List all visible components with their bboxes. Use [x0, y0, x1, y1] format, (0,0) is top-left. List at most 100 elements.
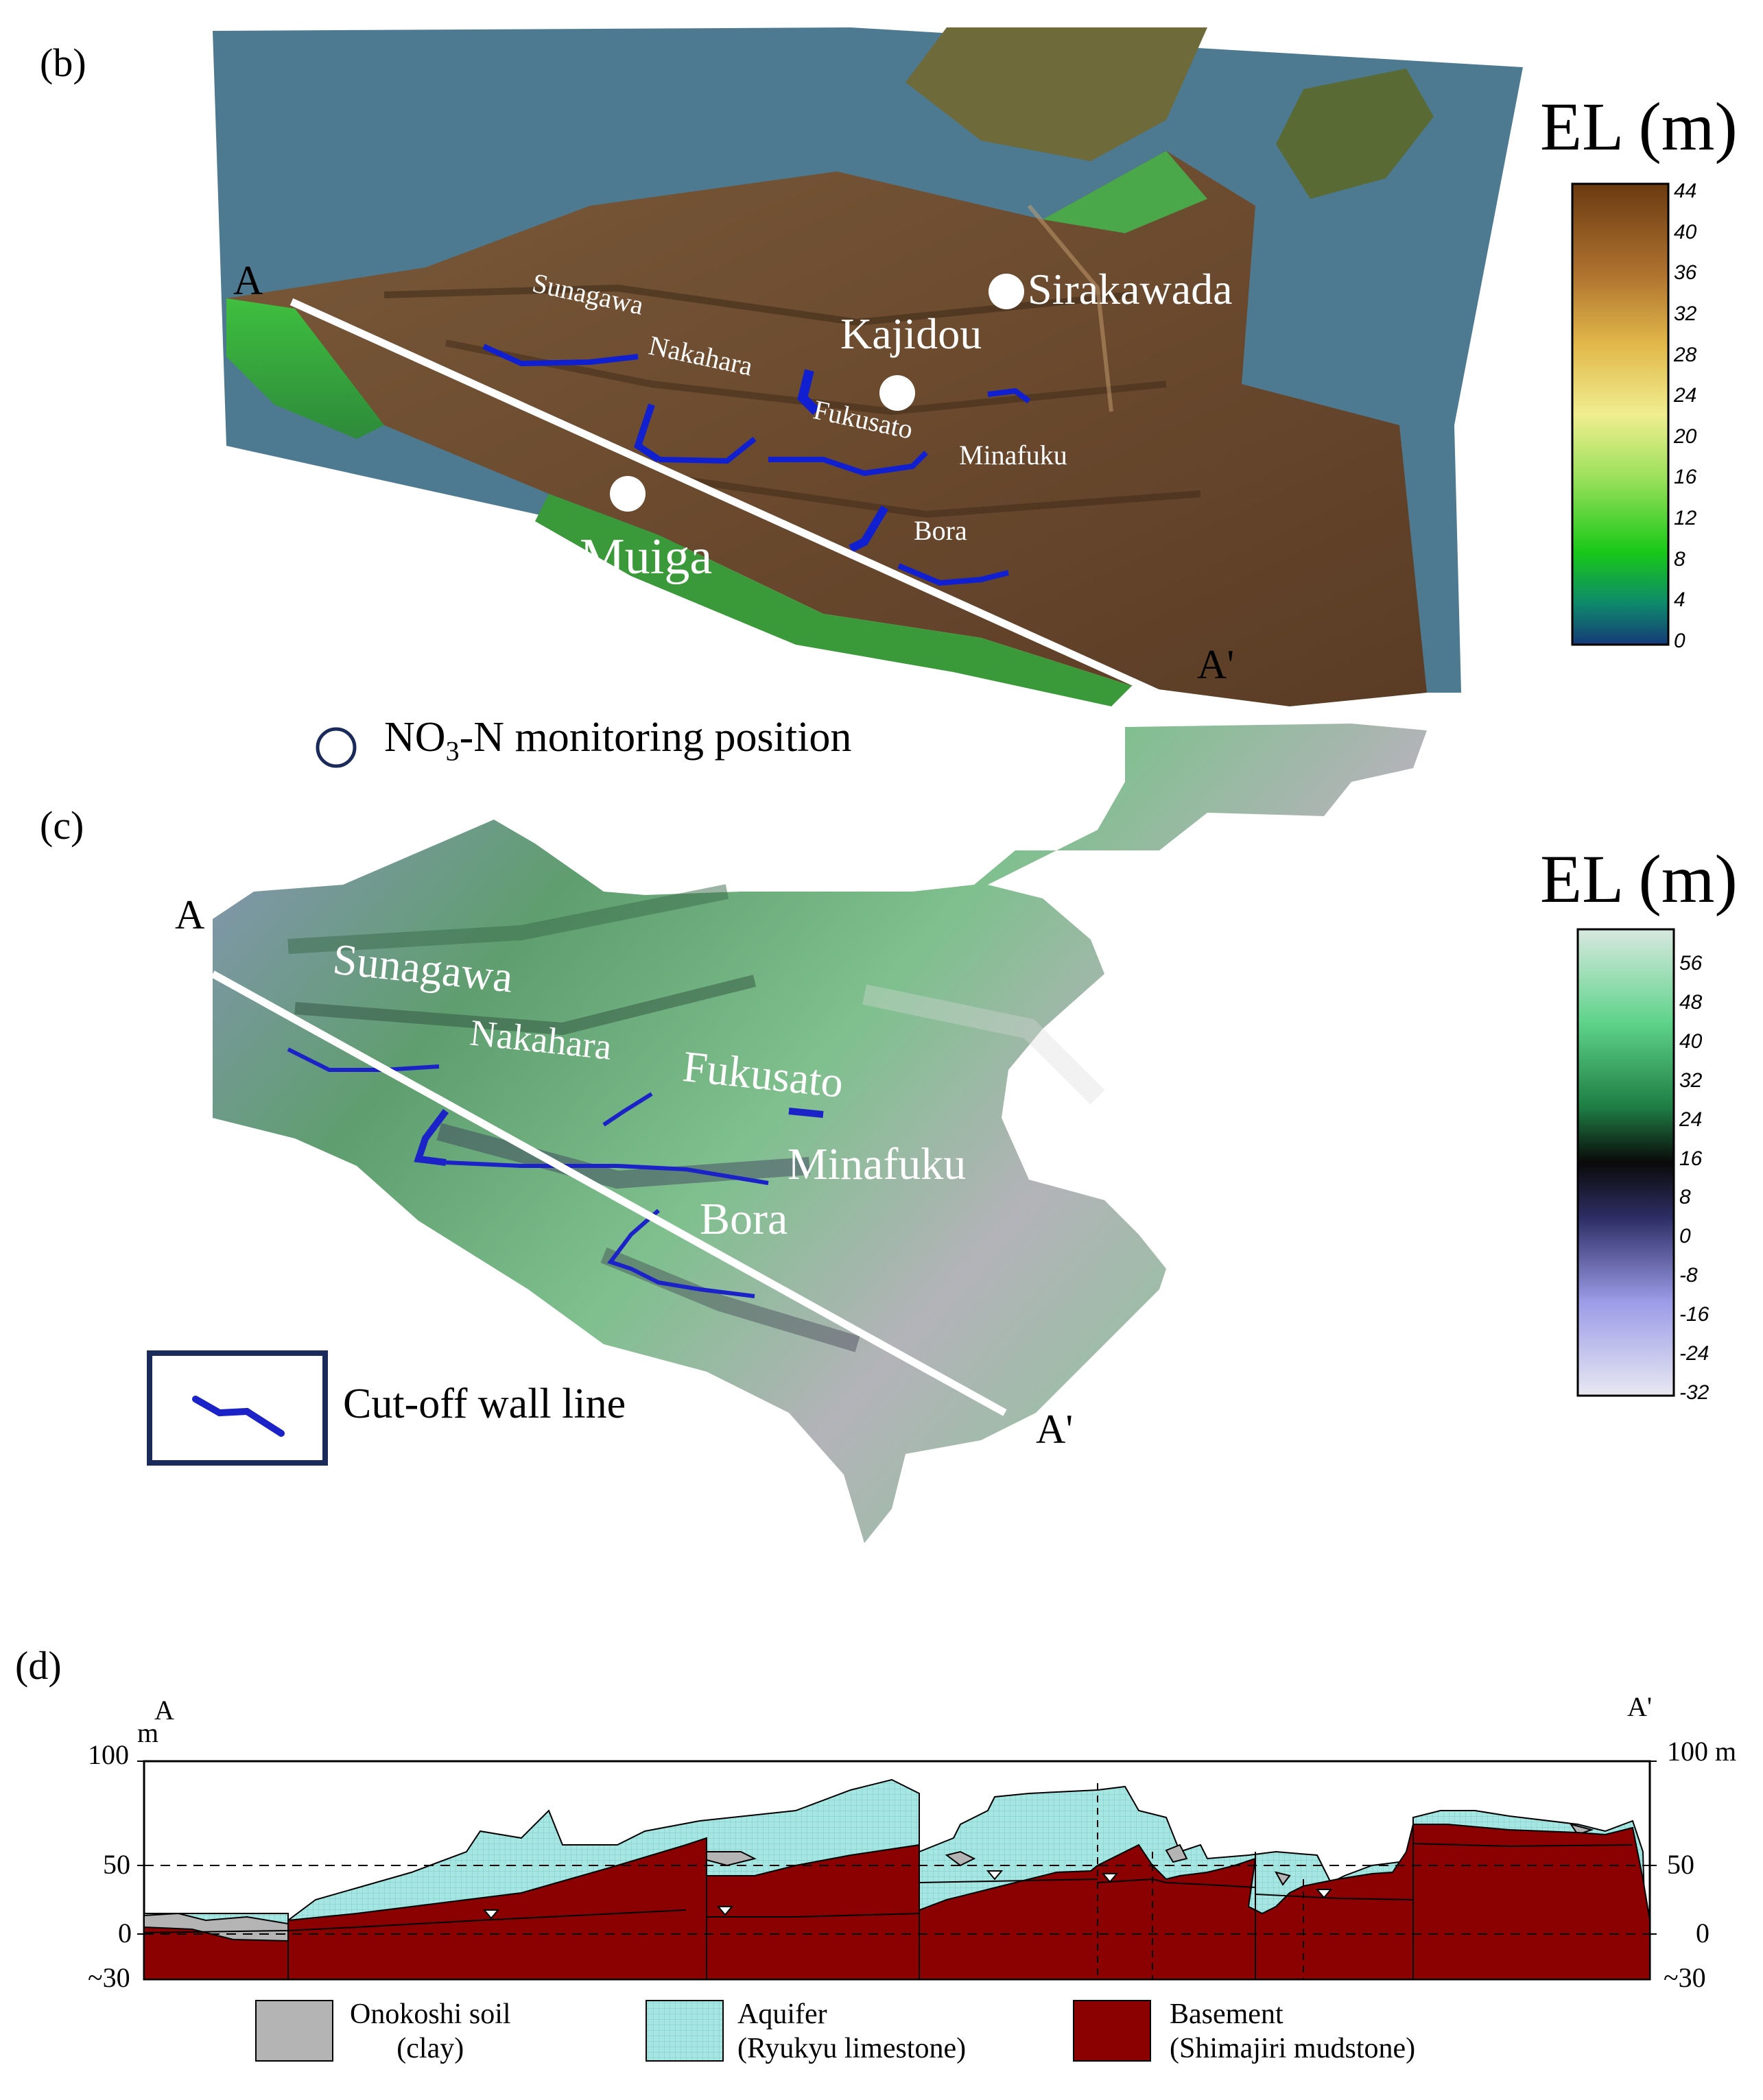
right-axis-tick: 50 — [1667, 1849, 1694, 1880]
colorbar-b-tick: 4 — [1674, 588, 1685, 612]
south-coast-lowland — [535, 494, 1132, 706]
colorbar-c-tick: -8 — [1679, 1264, 1698, 1287]
cutoff-wall-sunagawa — [482, 344, 639, 367]
legend-basement-text: Basement (Shimajiri mudstone) — [1170, 1997, 1415, 2066]
colorbar-c-tick: 40 — [1679, 1029, 1703, 1053]
legend-basement-line2: (Shimajiri mudstone) — [1170, 2033, 1416, 2065]
colorbar-b-tick: 40 — [1674, 220, 1697, 243]
colorbar-c — [1576, 928, 1675, 1397]
legend-swatch-basement — [1073, 2000, 1151, 2062]
legend-aquifer-text: Aquifer (Ryukyu limestone) — [737, 1997, 966, 2066]
colorbar-c-tick: 48 — [1679, 990, 1703, 1014]
colorbar-b — [1571, 182, 1670, 646]
colorbar-b-tick: 28 — [1674, 343, 1697, 366]
panel-b-label: (b) — [40, 40, 86, 85]
cutoff-wall-fukusato-c — [788, 1108, 824, 1118]
cutoff-wall-nakahara-c — [414, 1109, 449, 1166]
west-coast-lowland — [226, 298, 384, 439]
right-axis-tick: ~30 — [1664, 1962, 1706, 1993]
legend-no-text: NO — [384, 714, 446, 761]
colorbar-c-tick: 24 — [1679, 1108, 1703, 1131]
left-axis-tick: 50 — [103, 1849, 130, 1880]
colorbar-b-tick: 24 — [1674, 384, 1697, 407]
colorbar-b-tick: 20 — [1674, 425, 1697, 448]
section-start-label-b: A — [233, 258, 263, 303]
colorbar-b-tick: 0 — [1674, 629, 1685, 652]
cutoff-wall-fukusato — [797, 369, 820, 415]
legend-swatch-clay — [255, 2000, 333, 2062]
monitoring-legend-text: NO3-N monitoring position — [384, 713, 851, 767]
section-line-a-a-prime-b — [289, 298, 1182, 707]
colorbar-c-tick: 16 — [1679, 1147, 1703, 1170]
colorbar-b-tick: 12 — [1674, 507, 1697, 529]
monitoring-point-kajidou — [879, 375, 915, 411]
left-axis-top: 100 — [88, 1739, 129, 1770]
section-end-label-b: A' — [1197, 642, 1235, 687]
colorbar-b-title: EL (m) — [1540, 88, 1738, 165]
colorbar-c-tick: 56 — [1679, 952, 1703, 975]
cutoff-wall-minafuku-c — [445, 1160, 769, 1185]
cutoff-wall-nakahara — [634, 403, 661, 463]
left-axis-unit: m — [137, 1717, 159, 1748]
colorbar-c-tick: -24 — [1679, 1342, 1709, 1365]
colorbar-b-tick: 16 — [1674, 466, 1697, 489]
place-label-bora-c: Bora — [700, 1194, 788, 1244]
cutoff-legend-text: Cut-off wall line — [343, 1381, 626, 1427]
place-label-muiga: Muiga — [580, 529, 713, 585]
clay-pocket — [1165, 1844, 1188, 1863]
panel-c-label: (c) — [40, 803, 84, 848]
cutoff-wall-minafuku — [768, 451, 928, 477]
left-axis-tick: 0 — [118, 1918, 132, 1948]
monitoring-legend-marker — [316, 727, 357, 768]
colorbar-c-title: EL (m) — [1540, 841, 1738, 917]
groundwater-table — [143, 1843, 1633, 1933]
legend-rest-text: -N monitoring position — [459, 714, 852, 761]
left-axis-tick: ~30 — [88, 1962, 130, 1993]
cutoff-wall-sunagawa-c — [287, 1047, 440, 1072]
cutoff-legend-line-icon — [192, 1396, 285, 1437]
place-label-bora-b: Bora — [914, 515, 967, 546]
clay-pocket — [945, 1850, 976, 1867]
colorbar-b-tick: 36 — [1674, 261, 1697, 285]
north-landmass — [906, 27, 1207, 161]
place-label-kajidou: Kajidou — [840, 309, 982, 358]
northeast-islet — [1276, 69, 1434, 199]
water-level-markers — [482, 1870, 1333, 1920]
legend-subscript: 3 — [445, 735, 460, 767]
panel-d-label: (d) — [15, 1643, 62, 1688]
clay-pocket — [1275, 1871, 1291, 1886]
colorbar-b-tick: 8 — [1674, 547, 1685, 571]
legend-aquifer-line2: (Ryukyu limestone) — [737, 2033, 967, 2065]
legend-clay-text: Onokoshi soil (clay) — [350, 1997, 511, 2066]
legend-aquifer-line1: Aquifer — [737, 1998, 827, 2030]
colorbar-c-tick: 0 — [1679, 1225, 1691, 1248]
cutoff-wall-bora-c — [607, 1208, 755, 1298]
section-line-a-a-prime-c — [211, 970, 1007, 1416]
legend-swatch-aquifer — [646, 2000, 724, 2062]
legend-clay-line1: Onokoshi soil — [350, 1998, 511, 2030]
monitoring-point-muiga — [610, 476, 646, 512]
place-label-sirakawada: Sirakawada — [1028, 265, 1233, 313]
colorbar-b-ticks: 44 40 36 32 28 24 20 16 12 8 4 0 — [1674, 180, 1696, 653]
section-start-label-d: A — [154, 1695, 174, 1726]
colorbar-c-tick: 8 — [1679, 1186, 1691, 1209]
cutoff-legend-box — [147, 1350, 328, 1466]
north-coast-lowland — [1043, 151, 1207, 233]
legend-basement-line1: Basement — [1170, 1998, 1283, 2030]
colorbar-c-tick: -16 — [1679, 1303, 1709, 1326]
section-end-label-d: A' — [1627, 1691, 1653, 1722]
colorbar-b-tick: 32 — [1674, 302, 1697, 325]
place-label-minafuku-b: Minafuku — [959, 440, 1067, 470]
section-start-label-c: A — [175, 892, 205, 938]
right-axis-top: 100 m — [1667, 1736, 1737, 1767]
right-axis-tick: 0 — [1696, 1918, 1709, 1948]
cutoff-wall-bora — [849, 505, 889, 553]
colorbar-c-tick: -32 — [1679, 1381, 1709, 1404]
section-end-label-c: A' — [1036, 1407, 1074, 1452]
colorbar-c-tick: 32 — [1679, 1069, 1703, 1092]
place-label-minafuku-c: Minafuku — [788, 1139, 967, 1189]
colorbar-b-tick: 44 — [1674, 180, 1697, 202]
